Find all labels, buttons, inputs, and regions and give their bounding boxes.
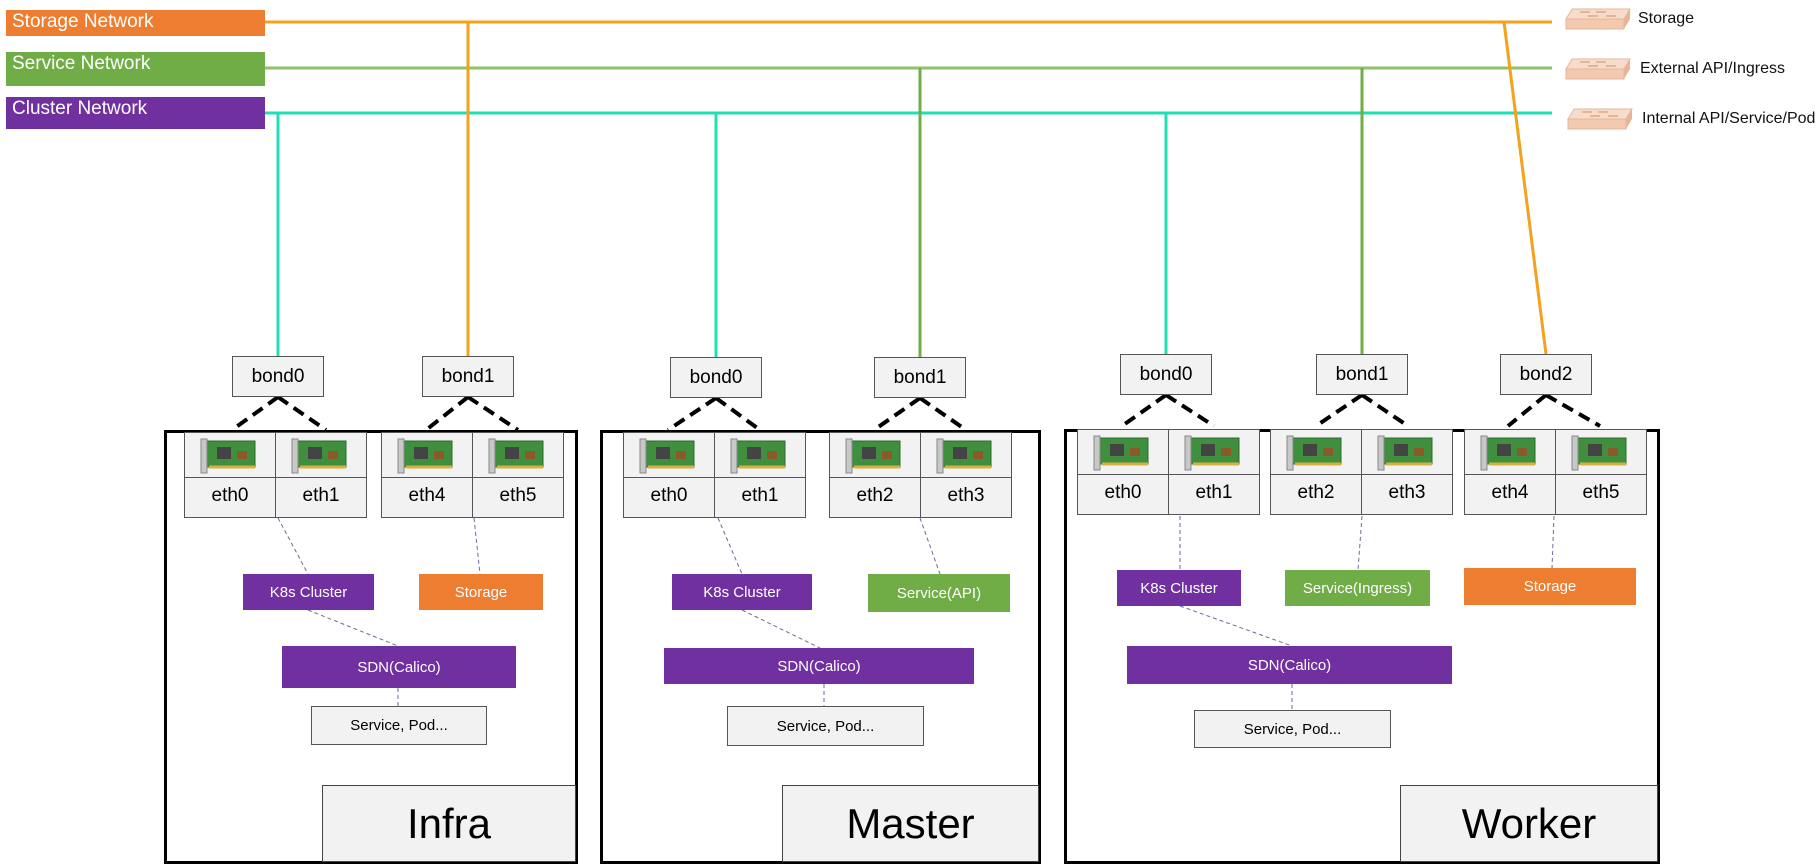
nic-label: eth2 [1297,482,1335,503]
nic: eth0 [184,432,276,518]
workload-box: Service, Pod... [727,706,924,746]
nic: eth1 [275,432,367,518]
network-label-text: Cluster Network [12,98,148,119]
nic-label: eth1 [741,485,779,506]
bond-box: bond2 [1500,354,1592,395]
legend-item-storage: Storage [1560,4,1820,34]
node-name-worker: Worker [1400,785,1658,862]
nic: eth3 [1361,429,1453,515]
network-card-icon [382,433,472,478]
switch-icon [1565,58,1631,80]
role-k8s-cluster: K8s Cluster [672,574,812,610]
network-card-icon [276,433,366,478]
node-name-infra: Infra [322,785,576,862]
role-storage: Storage [1464,568,1636,605]
nic-label: eth0 [650,485,688,506]
nic: eth1 [714,432,806,518]
node-name-master: Master [782,785,1039,862]
nic-label: eth1 [302,485,340,506]
nic: eth2 [829,432,921,518]
legend-label: External API/Ingress [1640,60,1785,77]
network-card-icon [473,433,563,478]
network-card-icon [1078,430,1168,475]
network-card-icon [715,433,805,478]
network-card-icon [921,433,1011,478]
network-label-cluster: Cluster Network [6,97,265,129]
nic-label: eth4 [1491,482,1529,503]
network-card-icon [1556,430,1646,475]
role-k8s-cluster: K8s Cluster [243,574,374,610]
role-service-api: Service(API) [868,574,1010,612]
nic: eth4 [381,432,473,518]
legend-label: Storage [1638,10,1695,27]
legend: Storage External API/Ingress Internal AP… [1560,0,1820,140]
nic: eth1 [1168,429,1260,515]
node-master [600,430,1041,864]
network-label-service: Service Network [6,52,265,86]
nic-label: eth0 [211,485,249,506]
bond-box: bond0 [1120,354,1212,395]
legend-item-internal-api: Internal API/Service/Pod [1560,104,1820,134]
role-storage: Storage [419,574,543,610]
network-card-icon [1362,430,1452,475]
network-card-icon [185,433,275,478]
nic-label: eth4 [408,485,446,506]
network-card-icon [624,433,714,478]
bond-box: bond0 [232,356,324,397]
switch-icon [1565,8,1631,30]
legend-label: Internal API/Service/Pod [1642,110,1816,127]
nic-label: eth1 [1195,482,1233,503]
role-service-ingress: Service(Ingress) [1285,570,1430,606]
legend-item-external-api: External API/Ingress [1560,54,1820,84]
nic-label: eth5 [499,485,537,506]
network-label-storage: Storage Network [6,10,265,36]
role-k8s-cluster: K8s Cluster [1117,570,1241,606]
workload-box: Service, Pod... [1194,710,1391,748]
nic: eth5 [472,432,564,518]
nic-label: eth0 [1104,482,1142,503]
nic: eth4 [1464,429,1556,515]
nic: eth5 [1555,429,1647,515]
nic-label: eth5 [1582,482,1620,503]
nic: eth3 [920,432,1012,518]
bond-box: bond1 [1316,354,1408,395]
sdn-box: SDN(Calico) [282,646,516,688]
nic: eth0 [1077,429,1169,515]
bond-box: bond1 [422,356,514,397]
node-infra [164,430,578,864]
nic: eth2 [1270,429,1362,515]
network-card-icon [1271,430,1361,475]
network-card-icon [1465,430,1555,475]
bond-box: bond1 [874,357,966,398]
worker-bond2-storage-link [1502,21,1548,355]
nic-label: eth2 [856,485,894,506]
sdn-box: SDN(Calico) [664,648,974,684]
switch-icon [1567,108,1633,130]
workload-box: Service, Pod... [311,706,487,745]
network-card-icon [830,433,920,478]
nic: eth0 [623,432,715,518]
nic-label: eth3 [947,485,985,506]
nic-label: eth3 [1388,482,1426,503]
sdn-box: SDN(Calico) [1127,646,1452,684]
network-label-text: Service Network [12,53,151,74]
bond-box: bond0 [670,357,762,398]
network-card-icon [1169,430,1259,475]
network-label-text: Storage Network [12,11,154,32]
